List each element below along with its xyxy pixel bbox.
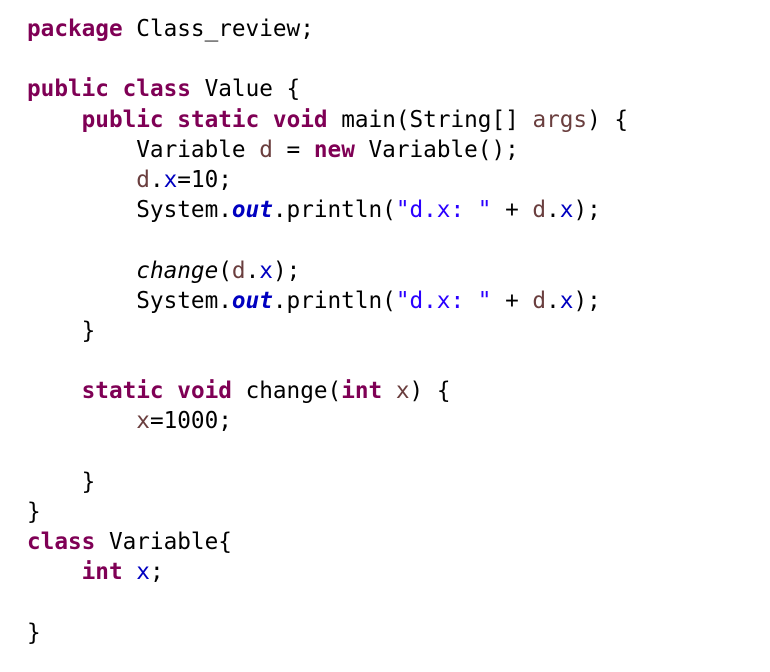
code-token-keyword: void bbox=[177, 378, 232, 405]
code-token-plain: Variable bbox=[27, 136, 260, 163]
code-token-keyword: class bbox=[27, 529, 96, 556]
code-line bbox=[27, 346, 628, 376]
code-token-plain: ); bbox=[573, 197, 601, 224]
code-token-plain: ) { bbox=[587, 106, 629, 133]
code-token-plain bbox=[27, 167, 136, 193]
code-token-plain: ); bbox=[573, 287, 601, 314]
code-line: change(d.x); bbox=[27, 256, 628, 286]
code-line: public class Value { bbox=[27, 74, 628, 104]
code-token-keyword: void bbox=[272, 106, 328, 133]
code-line: } bbox=[27, 316, 628, 346]
code-line: d.x=10; bbox=[27, 165, 628, 195]
code-line: } bbox=[27, 618, 628, 648]
code-token-static: out bbox=[231, 197, 273, 224]
code-token-plain: } bbox=[27, 317, 96, 344]
code-token-plain: Class_review; bbox=[122, 16, 314, 42]
code-token-keyword: public bbox=[27, 76, 109, 103]
code-token-keyword: static bbox=[81, 378, 164, 405]
code-token-local: args bbox=[532, 106, 588, 133]
code-line bbox=[27, 44, 628, 74]
code-token-keyword: int bbox=[81, 559, 123, 586]
code-token-plain bbox=[27, 408, 136, 434]
code-line: } bbox=[27, 497, 628, 527]
code-token-field: x bbox=[559, 197, 574, 224]
code-token-plain: + bbox=[491, 287, 533, 314]
code-token-plain: Value { bbox=[190, 76, 301, 103]
code-line: x=1000; bbox=[27, 406, 628, 436]
code-token-plain: } bbox=[27, 619, 41, 646]
code-token-plain: .println( bbox=[272, 197, 396, 224]
code-token-plain bbox=[27, 258, 136, 284]
code-line: public static void main(String[] args) { bbox=[27, 105, 628, 135]
code-token-plain: . bbox=[245, 257, 260, 284]
code-token-plain bbox=[27, 559, 82, 585]
code-token-local: d bbox=[532, 197, 547, 224]
code-token-field: x bbox=[559, 287, 574, 314]
code-token-local: d bbox=[259, 136, 273, 163]
code-token-field: x bbox=[259, 257, 273, 284]
code-token-plain: . bbox=[546, 287, 560, 314]
code-token-field: x bbox=[163, 166, 178, 193]
code-token-keyword: class bbox=[122, 76, 191, 103]
code-token-local: x bbox=[395, 378, 410, 405]
code-line: Variable d = new Variable(); bbox=[27, 135, 628, 165]
code-token-keyword: int bbox=[341, 378, 383, 405]
code-token-plain: ); bbox=[272, 257, 301, 284]
code-token-plain: =1000; bbox=[149, 408, 232, 435]
code-token-plain: = bbox=[272, 136, 314, 163]
code-line bbox=[27, 225, 628, 255]
code-line: } bbox=[27, 467, 628, 497]
code-token-plain: =10; bbox=[177, 166, 232, 193]
code-token-local: x bbox=[136, 408, 150, 435]
code-token-string: "d.x: " bbox=[395, 197, 492, 224]
code-token-plain: } bbox=[27, 499, 41, 525]
code-token-plain: change( bbox=[231, 378, 342, 405]
code-token-plain: ) { bbox=[409, 378, 451, 405]
code-token-plain bbox=[259, 107, 273, 133]
code-token-plain: ; bbox=[149, 559, 164, 586]
code-line bbox=[27, 588, 628, 618]
code-token-plain: System. bbox=[27, 197, 232, 224]
code-token-plain: System. bbox=[27, 287, 232, 314]
code-token-plain: ( bbox=[218, 257, 232, 284]
code-line: int x; bbox=[27, 557, 628, 587]
code-editor[interactable]: package Class_review;public class Value … bbox=[27, 14, 628, 648]
code-token-plain bbox=[164, 107, 178, 133]
code-token-plain: . bbox=[546, 197, 560, 224]
code-token-keyword: public bbox=[81, 106, 164, 133]
code-line: static void change(int x) { bbox=[27, 376, 628, 406]
code-token-plain: .println( bbox=[272, 287, 396, 314]
code-token-keyword: new bbox=[313, 136, 355, 163]
code-token-string: "d.x: " bbox=[395, 287, 492, 314]
code-line: System.out.println("d.x: " + d.x); bbox=[27, 195, 628, 225]
code-token-plain: main(String[] bbox=[327, 106, 533, 133]
code-token-plain bbox=[27, 378, 82, 404]
code-token-plain bbox=[164, 378, 178, 404]
code-token-static: out bbox=[231, 287, 273, 314]
code-token-plain: Variable(); bbox=[354, 136, 519, 163]
code-token-local: d bbox=[532, 287, 547, 314]
code-token-keyword: package bbox=[27, 16, 123, 42]
code-token-plain bbox=[109, 76, 123, 102]
code-line bbox=[27, 437, 628, 467]
code-line: class Variable{ bbox=[27, 527, 628, 557]
code-token-plain bbox=[382, 378, 396, 404]
code-token-local: d bbox=[136, 166, 150, 193]
code-token-plain bbox=[123, 559, 137, 585]
code-token-field: x bbox=[136, 559, 150, 586]
code-token-method-static: change bbox=[136, 257, 219, 284]
code-token-local: d bbox=[231, 257, 246, 284]
code-token-plain: + bbox=[491, 197, 533, 224]
code-token-plain: Variable{ bbox=[95, 529, 232, 556]
code-token-plain bbox=[27, 107, 82, 133]
code-token-plain: . bbox=[149, 166, 164, 193]
code-line: System.out.println("d.x: " + d.x); bbox=[27, 286, 628, 316]
code-token-plain: } bbox=[27, 468, 96, 495]
code-token-keyword: static bbox=[177, 106, 260, 133]
code-line: package Class_review; bbox=[27, 14, 628, 44]
